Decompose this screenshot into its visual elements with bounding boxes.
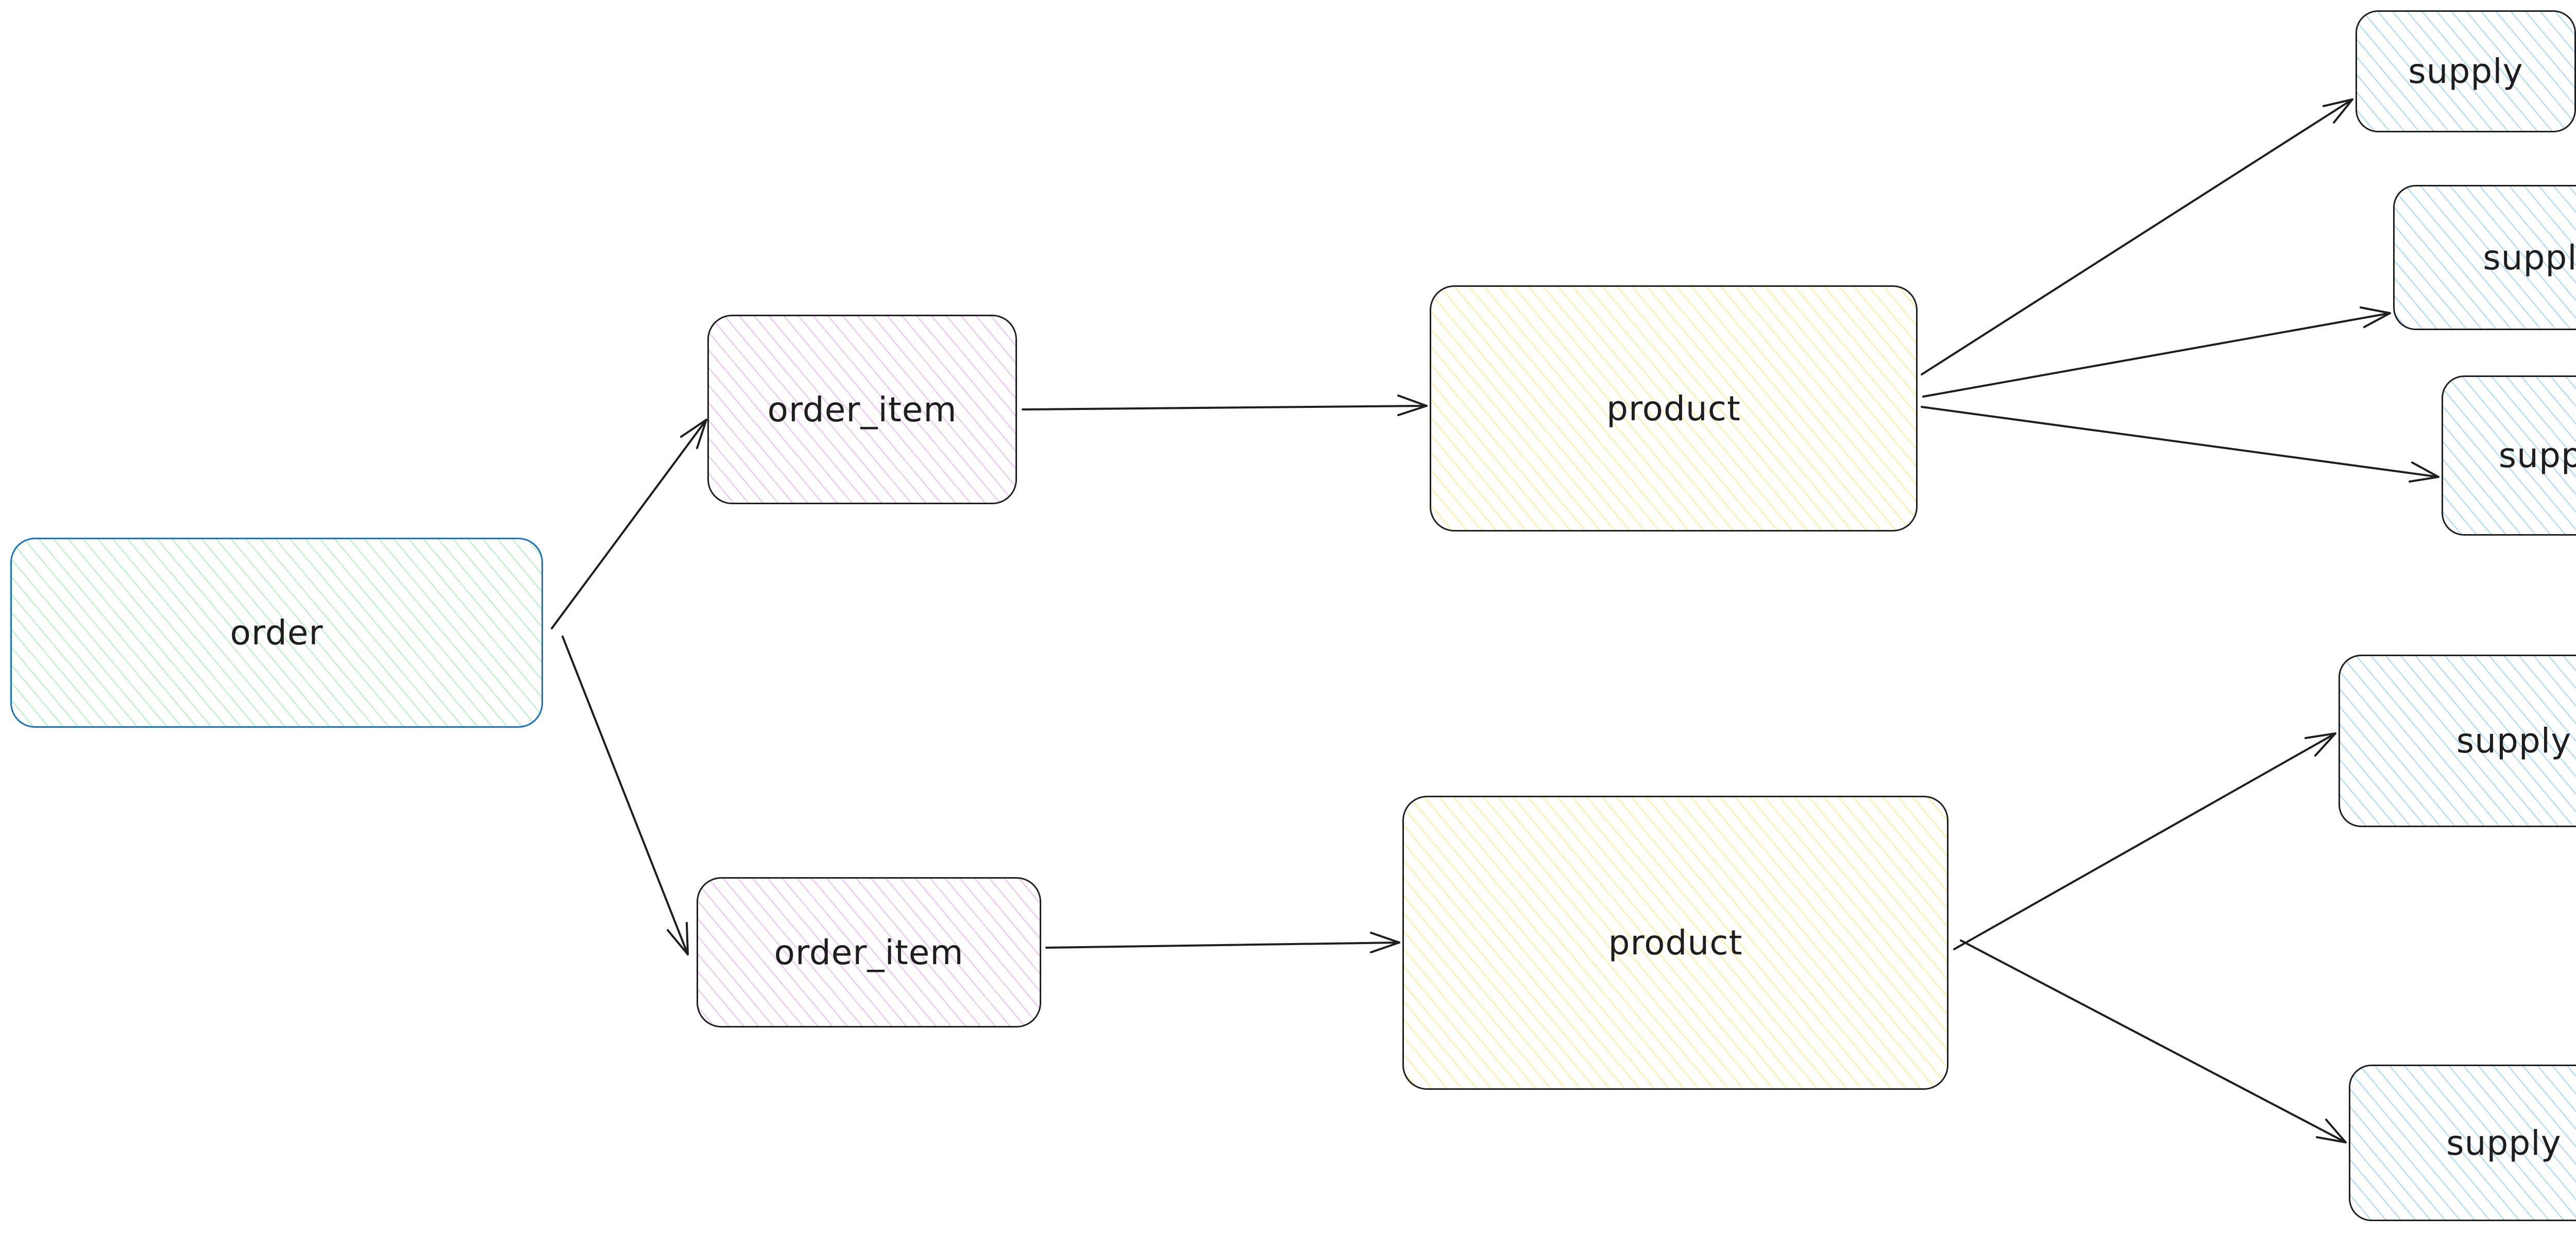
arrow-order-item-2-to-product-2 [1045, 932, 1400, 953]
supply-2-fill [2393, 185, 2576, 330]
node-product-1[interactable]: product [1430, 285, 1918, 532]
node-order-item-1[interactable]: order_item [707, 315, 1017, 504]
supply-4-fill [2338, 655, 2576, 827]
node-supply-5-label: supply [2446, 1123, 2562, 1163]
supply-1-fill [2355, 10, 2576, 132]
node-supply-4[interactable]: supply [2338, 655, 2576, 827]
node-supply-3[interactable]: supply [2442, 375, 2576, 536]
product-2-fill [1402, 796, 1948, 1090]
node-order-item-1-label: order_item [767, 389, 957, 430]
node-supply-2[interactable]: supply [2393, 185, 2576, 330]
node-product-2[interactable]: product [1402, 796, 1948, 1090]
node-supply-1[interactable]: supply [2355, 10, 2576, 132]
arrow-product-1-to-supply-2 [1922, 306, 2391, 398]
node-supply-1-label: supply [2408, 52, 2523, 91]
node-supply-2-label: supply [2483, 237, 2576, 278]
order-fill [10, 538, 543, 728]
node-product-2-label: product [1608, 923, 1743, 963]
arrow-order-to-order-item-1 [551, 419, 707, 629]
node-order[interactable]: order [10, 538, 543, 728]
supply-5-fill [2349, 1065, 2576, 1221]
arrow-product-2-to-supply-5 [1960, 939, 2347, 1143]
node-order-item-2[interactable]: order_item [697, 877, 1041, 1028]
node-order-label: order [230, 613, 324, 653]
arrows [551, 98, 2439, 1143]
node-order-item-2-label: order_item [774, 932, 964, 972]
order-item-2-fill [697, 877, 1041, 1028]
arrow-product-2-to-supply-4 [1953, 732, 2336, 950]
order-item-1-fill [707, 315, 1017, 504]
arrow-product-1-to-supply-3 [1921, 406, 2439, 483]
node-supply-3-label: supply [2498, 436, 2576, 475]
supply-3-fill [2442, 375, 2576, 536]
arrow-order-to-order-item-2 [562, 636, 689, 955]
node-supply-5[interactable]: supply [2349, 1065, 2576, 1221]
arrow-product-1-to-supply-1 [1921, 98, 2353, 375]
node-supply-4-label: supply [2456, 721, 2572, 761]
product-1-fill [1430, 285, 1918, 532]
arrow-order-item-1-to-product-1 [1022, 395, 1428, 416]
node-product-1-label: product [1606, 388, 1741, 429]
